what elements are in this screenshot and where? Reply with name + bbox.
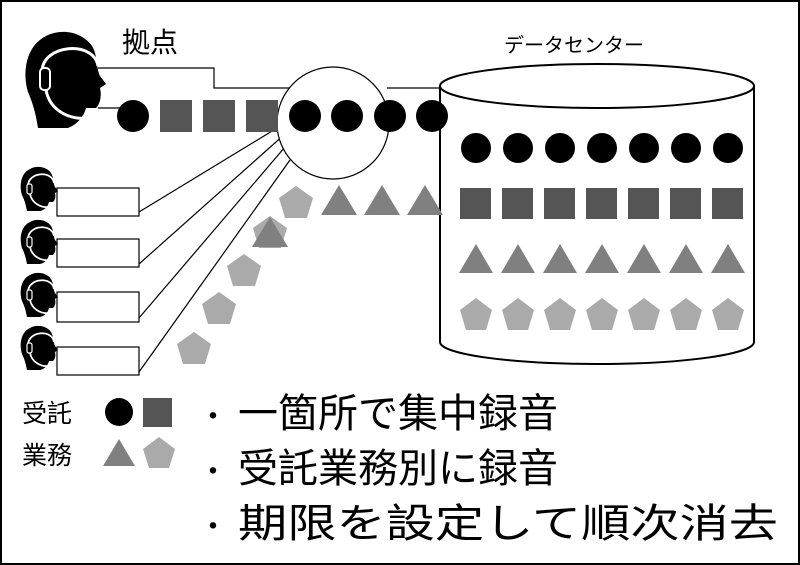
operator-headset-icon-main: [23, 30, 108, 130]
stored-pentagons-row: [460, 298, 744, 330]
legend: 受託 業務: [22, 398, 175, 470]
legend-square-icon: [143, 398, 172, 427]
operator-headset-icon-2: [19, 219, 59, 265]
legend-label-line1: 受託: [22, 399, 72, 428]
stream-circles-squares: [117, 100, 448, 132]
operator-headset-icon-3: [19, 272, 59, 318]
connector-lines: [56, 67, 442, 376]
legend-triangle-icon: [103, 439, 135, 466]
bullet-mark-1: ・: [198, 400, 228, 435]
legend-pentagon-icon: [143, 437, 175, 468]
stored-circles-row: [461, 133, 743, 163]
datacenter-label: データセンター: [504, 33, 644, 57]
operator-headset-icon-4: [19, 325, 59, 371]
legend-label-line2: 業務: [22, 441, 72, 470]
stream-triangles-pentagons: [177, 185, 443, 364]
stored-triangles-row: [459, 244, 745, 273]
bullet-text-1: 一箇所で集中録音: [238, 391, 558, 437]
bullet-list: ・ 一箇所で集中録音 ・ 受託業務別に録音 ・ 期限を設定して順次消去: [198, 391, 778, 547]
bullet-mark-3: ・: [198, 510, 228, 545]
stored-squares-row: [460, 188, 743, 219]
operator-headset-icon-1: [19, 166, 59, 212]
bullet-text-2: 受託業務別に録音: [238, 446, 558, 492]
legend-circle-icon: [105, 398, 133, 426]
bullet-mark-2: ・: [198, 455, 228, 490]
site-label: 拠点: [122, 26, 178, 59]
bullet-text-3: 期限を設定して順次消去: [238, 501, 778, 547]
